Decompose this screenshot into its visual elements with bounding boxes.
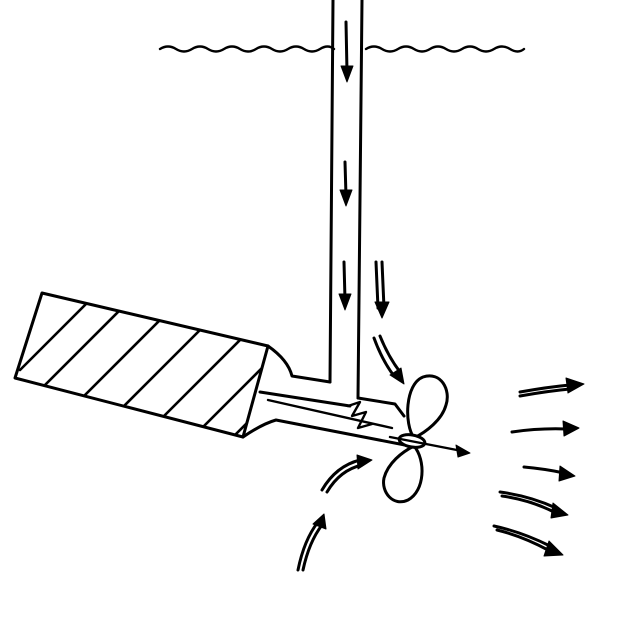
outflow-arrow [498,490,569,519]
water-surface [158,45,526,53]
vertical-shaft [328,0,364,400]
outflow-arrow [518,377,585,398]
outflow-arrow [492,524,564,557]
shaft-down-arrow [339,160,353,207]
propeller-blade-upper [406,374,449,440]
flow-arrows [296,20,585,572]
inflow-arrow-top [374,260,390,319]
shaft-down-arrow [338,260,352,311]
outflow-arrow [510,420,580,437]
propeller [382,374,471,504]
outflow-arrow [522,465,576,482]
motor-housing [13,291,412,448]
inflow-arrow-bottom [296,513,327,572]
propeller-blade-lower [382,444,424,504]
inflow-arrow-curved [372,334,405,385]
inflow-arrow-lower [320,454,373,494]
shaft-down-arrow [340,20,354,83]
